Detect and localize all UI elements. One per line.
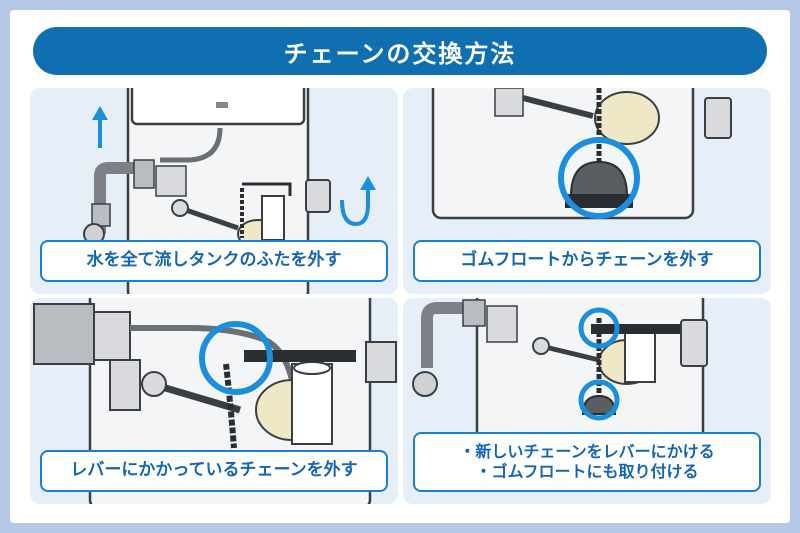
tank-illustration-2 — [431, 88, 732, 220]
arrow-hook-icon — [340, 176, 376, 227]
step-panel-4: ・新しいチェーンをレバーにかける ・ゴムフロートにも取り付ける — [403, 298, 771, 504]
step-panel-2: ゴムフロートからチェーンを外す — [403, 88, 771, 294]
highlight-ring-bottom — [578, 379, 620, 421]
step-caption: 水を全て流しタンクのふたを外す — [40, 240, 388, 282]
page-title: チェーンの交換方法 — [33, 27, 767, 75]
step-caption-line-2: ・ゴムフロートにも取り付ける — [475, 462, 699, 481]
step-caption: ゴムフロートからチェーンを外す — [413, 240, 761, 282]
tank-illustration-4 — [412, 298, 708, 450]
highlight-ring — [199, 321, 273, 395]
arrow-up-icon — [92, 106, 108, 148]
step-caption: レバーにかかっているチェーンを外す — [40, 450, 388, 492]
highlight-ring — [558, 137, 640, 219]
step-panel-3: レバーにかかっているチェーンを外す — [30, 298, 398, 504]
highlight-ring-top — [578, 307, 620, 349]
step-panel-1: 水を全て流しタンクのふたを外す — [30, 88, 398, 294]
step-caption-line-1: ・新しいチェーンをレバーにかける — [459, 442, 715, 461]
step-caption: ・新しいチェーンをレバーにかける ・ゴムフロートにも取り付ける — [413, 432, 761, 492]
